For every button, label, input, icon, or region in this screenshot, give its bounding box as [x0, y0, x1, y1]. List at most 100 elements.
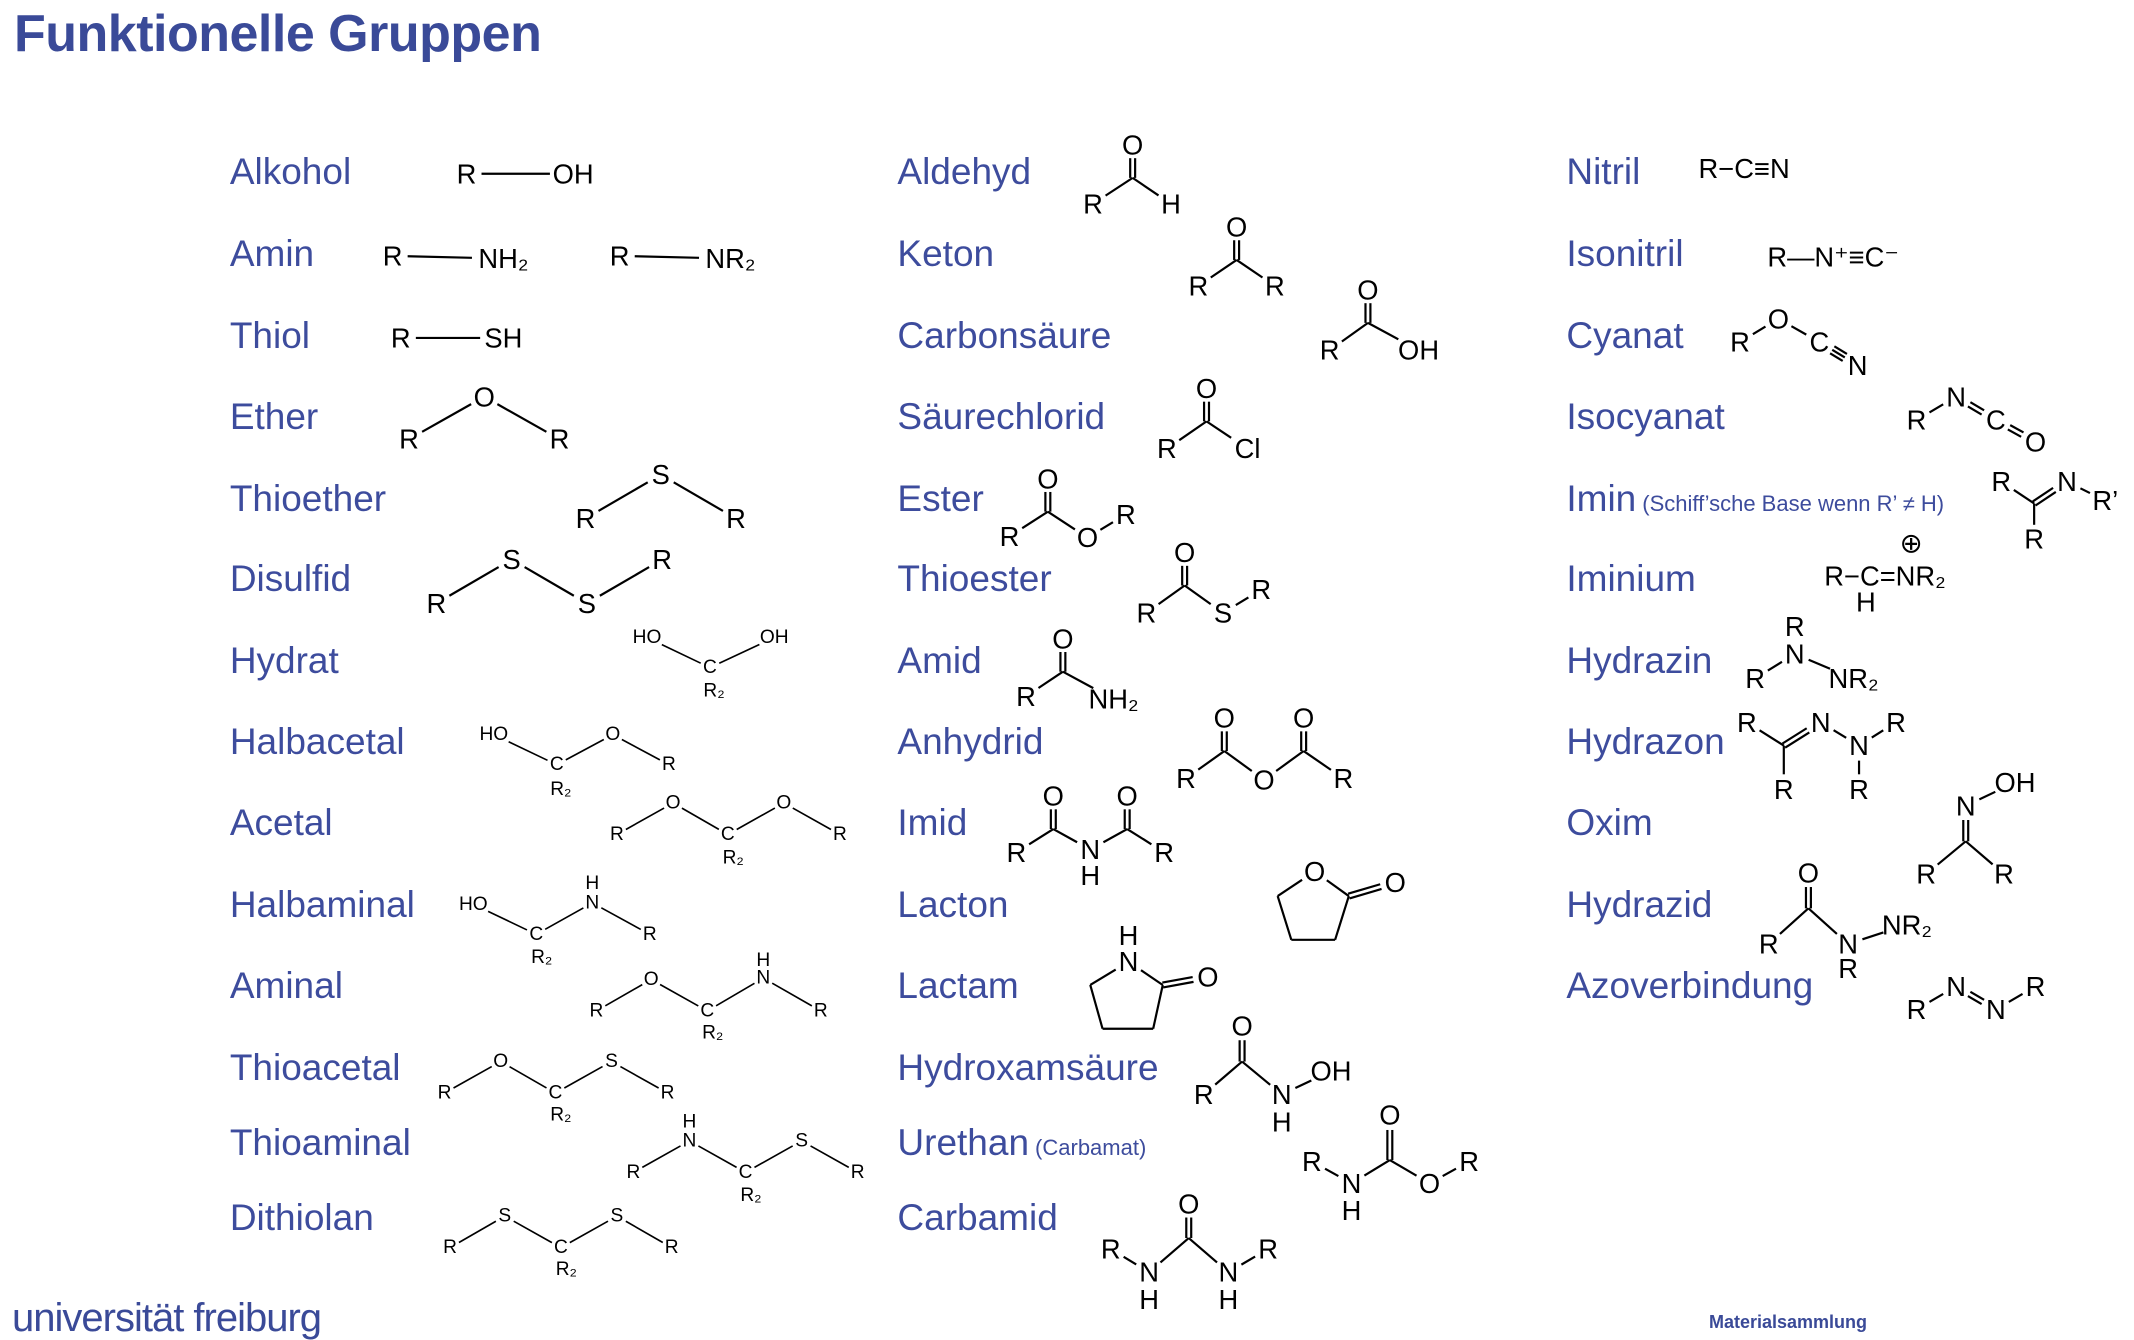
bond-line [771, 982, 813, 1007]
atom-label: R [610, 240, 630, 271]
group-label-carbamid: Carbamid [897, 1196, 1057, 1240]
bond-line [697, 1145, 737, 1169]
group-label-hydrat: Hydrat [230, 639, 339, 683]
atom-label: O [2025, 426, 2046, 457]
group-name: Anhydrid [897, 721, 1044, 763]
atom-label: S [611, 1206, 624, 1227]
bond-line [1969, 990, 1985, 1001]
atom-label: S [795, 1130, 808, 1151]
bond-line [1831, 348, 1846, 359]
bond-line [1829, 352, 1844, 362]
atom-label: N [1838, 928, 1858, 959]
group-name: Thioaminal [229, 1122, 411, 1164]
atom-label: R [1157, 433, 1177, 464]
atom-label: R [1745, 663, 1765, 694]
atom-label: R [1251, 574, 1271, 605]
bond-line [718, 643, 760, 664]
bond-line [1236, 259, 1264, 279]
atom-label: R [643, 924, 657, 945]
bond-line [1808, 658, 1831, 670]
atom-label: O [1214, 703, 1235, 734]
atom-label: O [776, 793, 791, 814]
bond-line [1326, 879, 1350, 897]
group-name: Isocyanat [1566, 395, 1725, 437]
bond-line [1871, 729, 1884, 739]
group-label-isocyanat: Isocyanat [1566, 395, 1724, 439]
group-label-imin: Imin(Schiff’sche Base wenn R’ ≠ H) [1566, 477, 1944, 526]
atom-label: O [1231, 1011, 1252, 1042]
atom-label: N [1219, 1257, 1239, 1288]
group-name: Cyanat [1566, 314, 1684, 356]
group-label-disulfid: Disulfid [230, 557, 351, 601]
group-label-iminium: Iminium [1566, 557, 1696, 601]
group-name: Imid [897, 801, 968, 843]
atom-label: O [1178, 1188, 1199, 1219]
bond-line [1102, 828, 1128, 844]
atom-label: O [1174, 537, 1195, 568]
bond-line [1807, 907, 1838, 935]
atom-label: SH [484, 322, 522, 353]
group-label-amid: Amid [897, 639, 981, 683]
bond-line [1978, 790, 1996, 801]
atom-label: N [1119, 946, 1139, 977]
bond-line [1928, 993, 1944, 1003]
group-name: Imin [1566, 477, 1637, 519]
university-logo: universität freiburg [12, 1296, 322, 1340]
atom-label: OH [1994, 767, 2035, 798]
group-name: Iminium [1566, 558, 1696, 600]
bond-line [810, 1145, 850, 1169]
group-label-ether: Ether [230, 395, 318, 439]
group-label-carbonsäure: Carbonsäure [897, 314, 1111, 358]
bond-line [1223, 750, 1253, 772]
atom-label: R [1154, 837, 1174, 868]
atom-label: R [610, 824, 624, 845]
atom-label: R [438, 1083, 452, 1104]
bond-line [1126, 828, 1152, 846]
atom-label: R [662, 754, 676, 775]
bond-line [604, 983, 643, 1007]
group-name: Halbaminal [229, 883, 415, 925]
group-label-aminal: Aminal [230, 964, 343, 1008]
bond-line [1132, 176, 1160, 197]
bond-line [1752, 325, 1767, 336]
atom-label: HO [459, 894, 488, 915]
bond-line [448, 566, 500, 597]
collection-label: Materialsammlung [1709, 1312, 1868, 1332]
atom-label: H [1119, 920, 1139, 951]
bond-line [1157, 584, 1186, 606]
atom-label: R [1333, 763, 1353, 794]
group-name: Hydrat [229, 640, 339, 682]
bond-line [736, 807, 776, 831]
atom-label: R [1188, 270, 1208, 301]
group-name: Carbamid [897, 1197, 1058, 1239]
group-name: Dithiolan [229, 1197, 374, 1239]
atom-label: R [1838, 953, 1858, 984]
bond-line [1294, 1079, 1312, 1089]
atom-label: HO [633, 627, 662, 648]
atom-label: R₂ [702, 1022, 723, 1043]
atom-label: R [457, 158, 477, 189]
group-label-isonitril: Isonitril [1566, 232, 1683, 276]
atom-label: R−C=NR₂ [1824, 560, 1946, 591]
atom-label: R [550, 424, 570, 455]
group-label-säurechlorid: Säurechlorid [897, 395, 1105, 439]
atom-label: C [550, 754, 564, 775]
atom-label: R [1907, 994, 1927, 1025]
atom-label: S [502, 544, 520, 575]
atom-label: N [1848, 350, 1868, 381]
atom-label: C [529, 924, 543, 945]
structure-lactam: HN O [1089, 920, 1219, 1030]
bond-line [421, 403, 472, 433]
group-name: Lactam [897, 964, 1019, 1006]
bond-line [1123, 1255, 1137, 1266]
atom-label: O [1197, 961, 1218, 992]
bond-line [2079, 487, 2091, 495]
structure-isonitril: R—N⁺≡C⁻ [1767, 242, 1898, 273]
atom-label: O [1304, 856, 1325, 887]
